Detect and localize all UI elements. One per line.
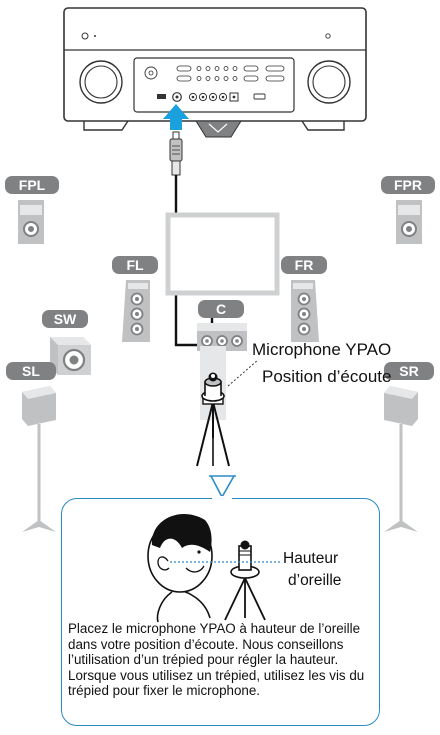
listening-position-callout: Position d’écoute: [262, 367, 391, 386]
detail-microphone-icon: [224, 540, 266, 621]
microphone-callout: Microphone YPAO: [252, 340, 391, 359]
person-head-icon: [147, 514, 213, 623]
tv-screen: [165, 212, 280, 296]
ear-height-instruction-text: Placez le microphone YPAO à hauteur de l…: [68, 621, 365, 699]
speaker-label-sl: SL: [22, 363, 40, 379]
speaker-label-sw: SW: [54, 311, 77, 327]
power-icon: [81, 32, 89, 40]
speaker-label-fpl: FPL: [19, 177, 46, 193]
speaker-label-c: C: [216, 301, 226, 317]
speaker-fr: FR: [281, 256, 327, 342]
speaker-sr: SR: [384, 362, 434, 532]
speaker-label-fr: FR: [295, 257, 314, 273]
ear-height-callout-line1: Hauteur: [283, 550, 339, 567]
ypao-mic-jack-icon: [172, 92, 182, 102]
speaker-fl: FL: [112, 256, 158, 342]
receiver-foot-center: [195, 120, 242, 138]
connection-arrow: [163, 104, 189, 130]
speaker-label-fpr: FPR: [394, 177, 422, 193]
control-panel: [133, 57, 295, 113]
av-receiver: [63, 7, 367, 138]
speaker-fpl: FPL: [5, 176, 59, 244]
ear-height-note-box: [61, 498, 380, 726]
hdmi-port-icon: [253, 93, 266, 100]
volume-knob-right: [307, 60, 351, 104]
ypao-microphone-icon: [201, 372, 225, 402]
speaker-label-sr: SR: [399, 363, 418, 379]
usb-port-icon: [157, 94, 166, 99]
speaker-sw: SW: [42, 310, 91, 375]
ear-height-callout-line2: d’oreille: [288, 572, 342, 589]
speaker-label-fl: FL: [126, 257, 144, 273]
mic-plug-icon: [169, 131, 183, 176]
volume-knob-left: [79, 60, 123, 104]
speaker-sl: SL: [6, 362, 56, 532]
speaker-fpr: FPR: [381, 176, 435, 244]
